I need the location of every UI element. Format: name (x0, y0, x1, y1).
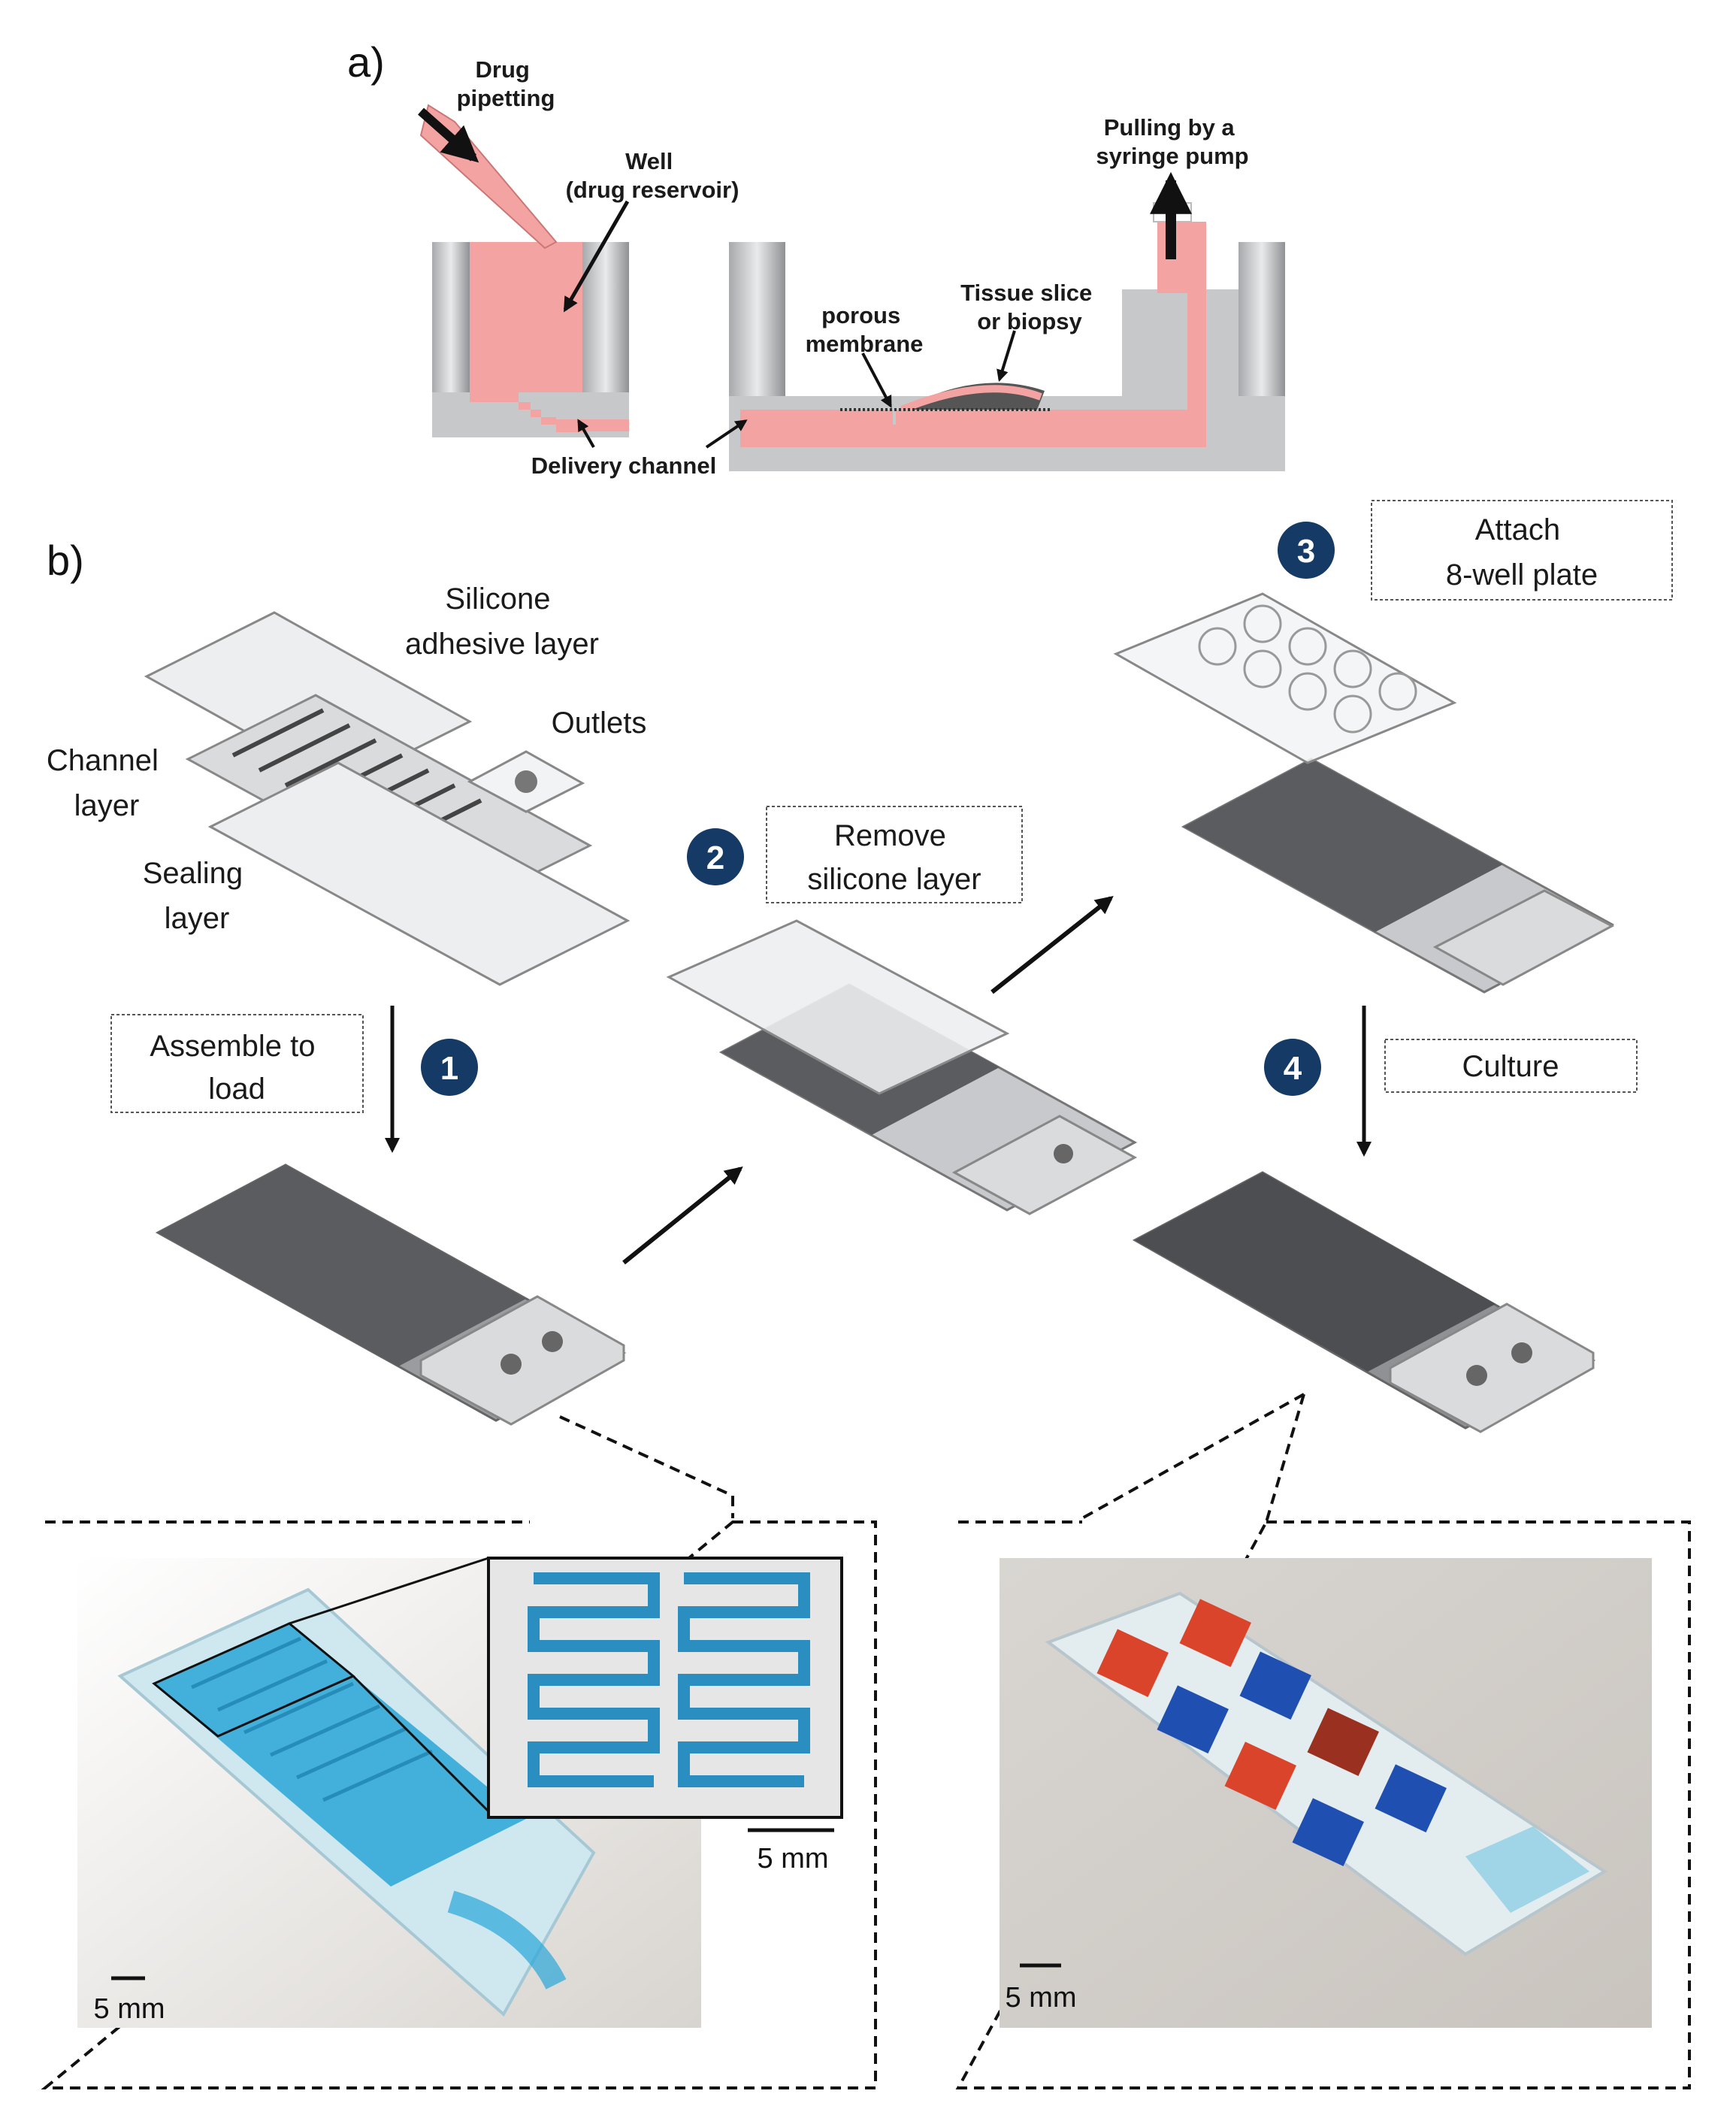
panel-a: a) (347, 38, 1285, 479)
step-3-box (1371, 500, 1673, 601)
tissue-label: Tissue slice or biopsy (960, 280, 1099, 334)
well-label: Well (drug reservoir) (566, 148, 739, 203)
panel-b: b) Silicone adhesive layer Outlets (41, 500, 1691, 2089)
callout-box-right (955, 1520, 1691, 2089)
step-3-number: 3 (1297, 533, 1315, 570)
delivery-arrow-2 (705, 419, 748, 449)
assembled-chip-1 (155, 1163, 627, 1426)
zoom-line-left (559, 1415, 734, 1518)
step-4-text: Culture (1462, 1050, 1559, 1083)
dye-wells (1096, 1599, 1447, 1866)
exploded-layers (144, 611, 631, 986)
step-3-badge (1278, 522, 1335, 579)
step-2-number: 2 (706, 840, 724, 876)
panel-a-label: a) (347, 38, 385, 86)
step-1-text: Assemble to load (150, 1030, 323, 1106)
photo-2-scale-label: 5 mm (1006, 1982, 1077, 2014)
assembled-chip-2 (1132, 1171, 1596, 1433)
outlets-label: Outlets (552, 707, 647, 740)
pipetting-arrow (418, 107, 479, 163)
panel-b-label: b) (47, 537, 84, 584)
tissue-arrow (997, 330, 1016, 383)
silicone-label: Silicone adhesive layer (405, 582, 599, 661)
step-1-badge (421, 1039, 478, 1096)
step-2-text: Remove silicone layer (807, 819, 981, 896)
step-4-badge (1264, 1039, 1321, 1096)
membrane-arrow (861, 353, 892, 408)
step-2-box (766, 806, 1023, 903)
tissue-chamber-block (729, 202, 1285, 471)
pipette-tip (418, 104, 558, 250)
arrow-to-step-2 (622, 1166, 743, 1265)
well-plate-assembly (1113, 592, 1615, 994)
syringe-pump-label: Pulling by a syringe pump (1096, 114, 1248, 169)
chip-peel (666, 919, 1138, 1215)
photo-well-chip (1000, 1558, 1652, 2028)
photo-1-scale-label: 5 mm (94, 1993, 165, 2025)
drug-pipetting-label: Drug pipetting (457, 56, 555, 111)
sealing-layer-label: Sealing layer (143, 857, 252, 935)
well-arrow (563, 200, 630, 313)
channel-zoom-inset (487, 1557, 843, 1819)
step-1-box (110, 1014, 364, 1113)
drug-well-block (432, 242, 629, 437)
step-4-number: 4 (1284, 1050, 1302, 1087)
inset-scale-label: 5 mm (758, 1843, 829, 1874)
step-2-badge (687, 828, 744, 885)
delivery-arrow-1 (577, 419, 595, 448)
arrow-to-step-3 (990, 896, 1114, 994)
membrane-label: porous membrane (806, 302, 924, 357)
outlet-port (515, 770, 537, 793)
zoom-line-right-b (1081, 1393, 1305, 1520)
sealing-layer-shape (207, 761, 631, 986)
step-3-text: Attach 8-well plate (1446, 513, 1598, 592)
channel-layer-label: Channel layer (47, 744, 167, 822)
step-1-number: 1 (440, 1050, 458, 1087)
delivery-channel-label: Delivery channel (531, 452, 716, 479)
zoom-line-right-a (1265, 1393, 1305, 1523)
